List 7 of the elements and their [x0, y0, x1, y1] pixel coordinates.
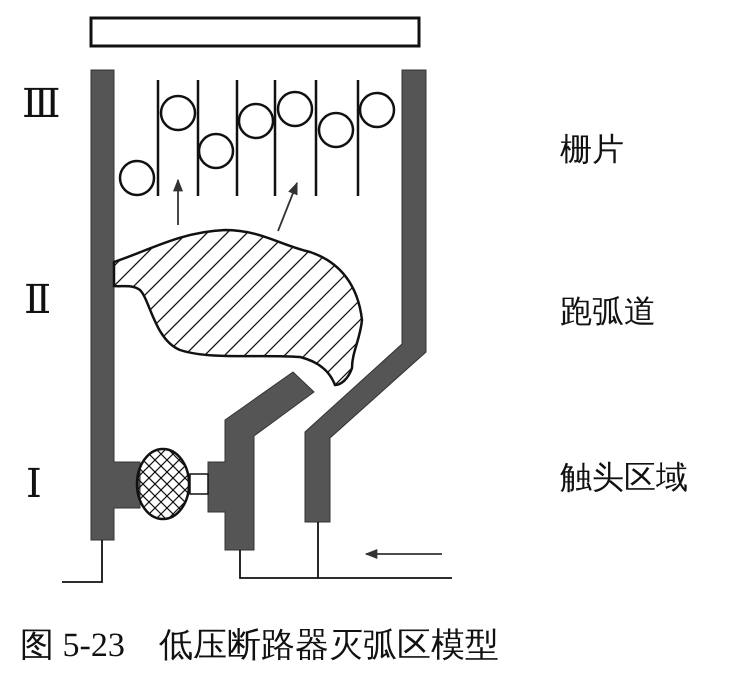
part-label: 触头区域 [560, 460, 688, 496]
zone-numeral: Ⅰ [26, 462, 42, 506]
zone-numeral: Ⅲ [22, 82, 61, 126]
part-label: 栅片 [560, 132, 624, 168]
zone-numeral: Ⅱ [24, 278, 52, 322]
part-label: 跑弧道 [560, 294, 656, 330]
figure-caption: 图 5-23 低压断路器灭弧区模型 [20, 626, 499, 666]
